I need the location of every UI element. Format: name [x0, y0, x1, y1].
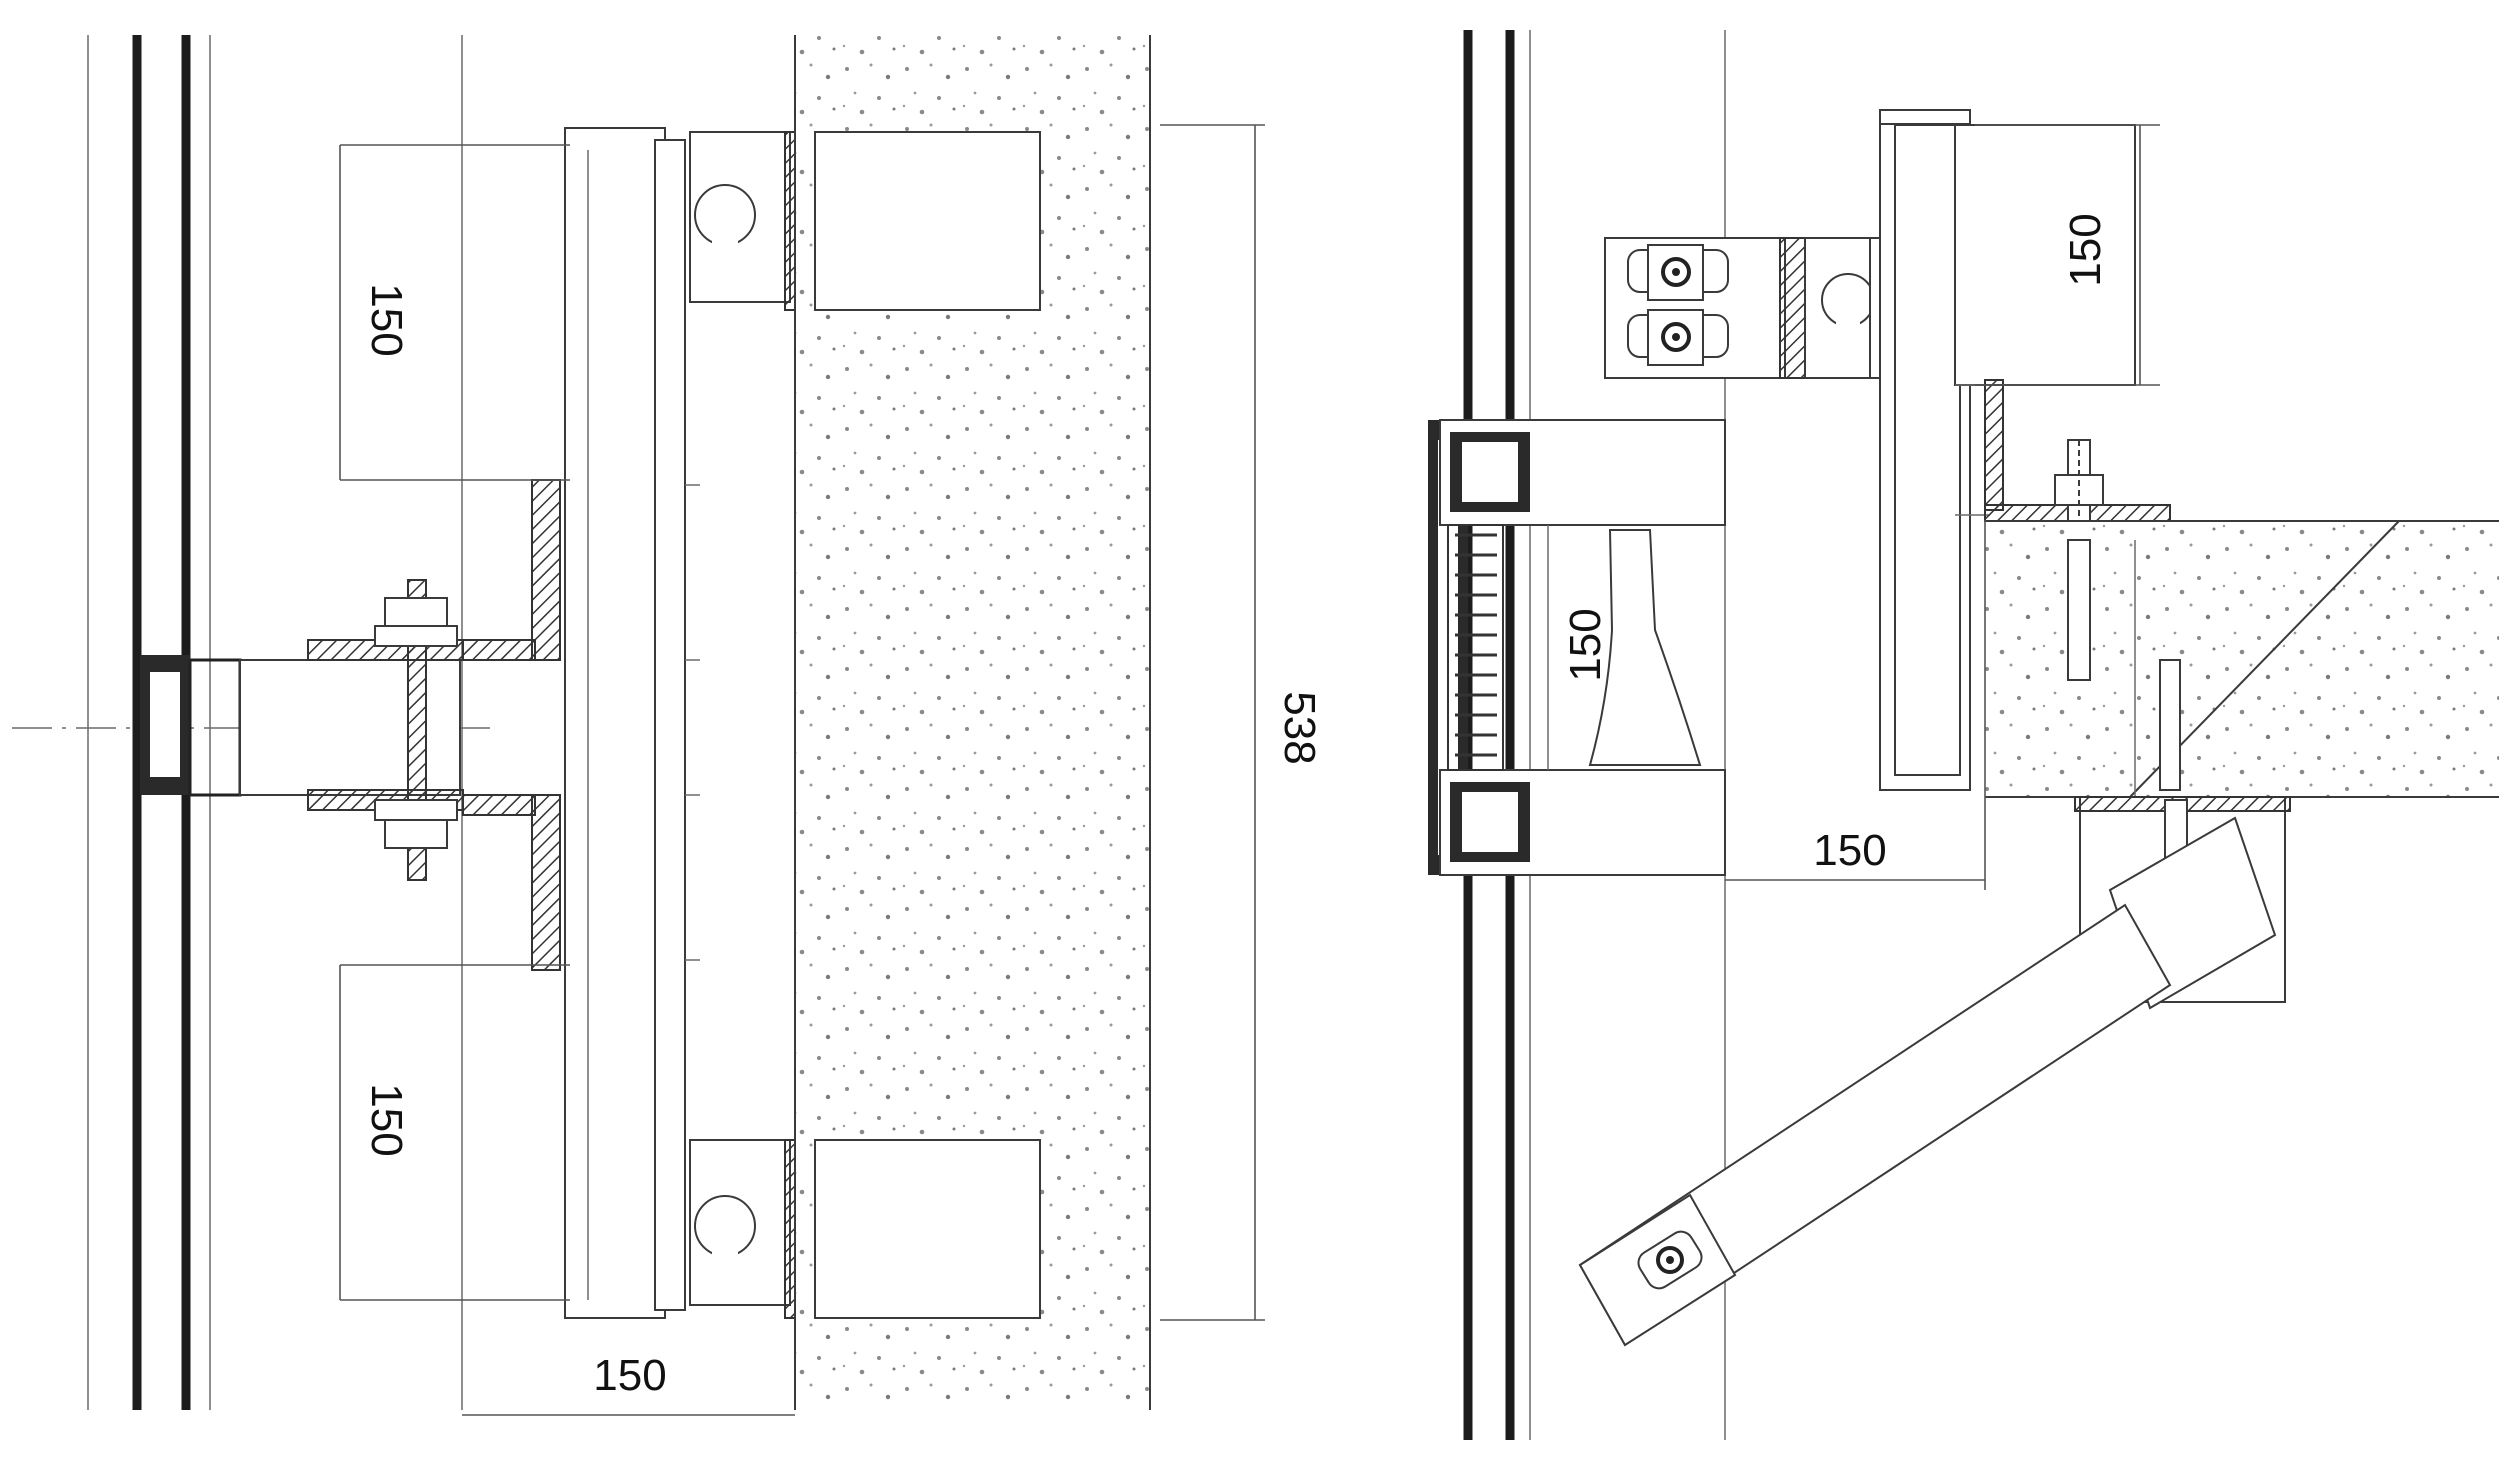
- right-dim-label-mullion-depth: 150: [1561, 608, 1610, 681]
- left-dimensions: [339, 124, 1265, 1416]
- right-detail: 150 150 150: [1428, 30, 2499, 1440]
- right-dim-label-top-bracket: 150: [2061, 213, 2110, 286]
- right-dimensions: [1725, 124, 2160, 890]
- dim-label-total-height: 538: [1275, 691, 1324, 764]
- angle-bracket: [462, 479, 561, 971]
- right-lower-anchor: [1578, 796, 2291, 1347]
- right-bracket-bolt-lower: [1627, 309, 1729, 366]
- gasket-spring: [1447, 524, 1504, 771]
- concrete-slab: [794, 35, 1151, 1410]
- dim-label-bottom-offset: 150: [593, 1351, 666, 1400]
- dim-label-top-bracket: 150: [362, 283, 411, 356]
- right-vertical-rail: [1879, 109, 2136, 791]
- transom-section: [1428, 419, 1726, 876]
- right-dim-label-horizontal: 150: [1813, 826, 1886, 875]
- right-top-bracket: [1604, 237, 1891, 379]
- left-detail: 150 150 150 538: [12, 35, 1324, 1416]
- dim-label-bottom-bracket: 150: [362, 1083, 411, 1156]
- right-bracket-bolt-upper: [1627, 244, 1729, 301]
- right-concrete-slab: [1985, 520, 2499, 798]
- vertical-rail: [564, 127, 700, 1319]
- mullion-bolt: [374, 579, 458, 881]
